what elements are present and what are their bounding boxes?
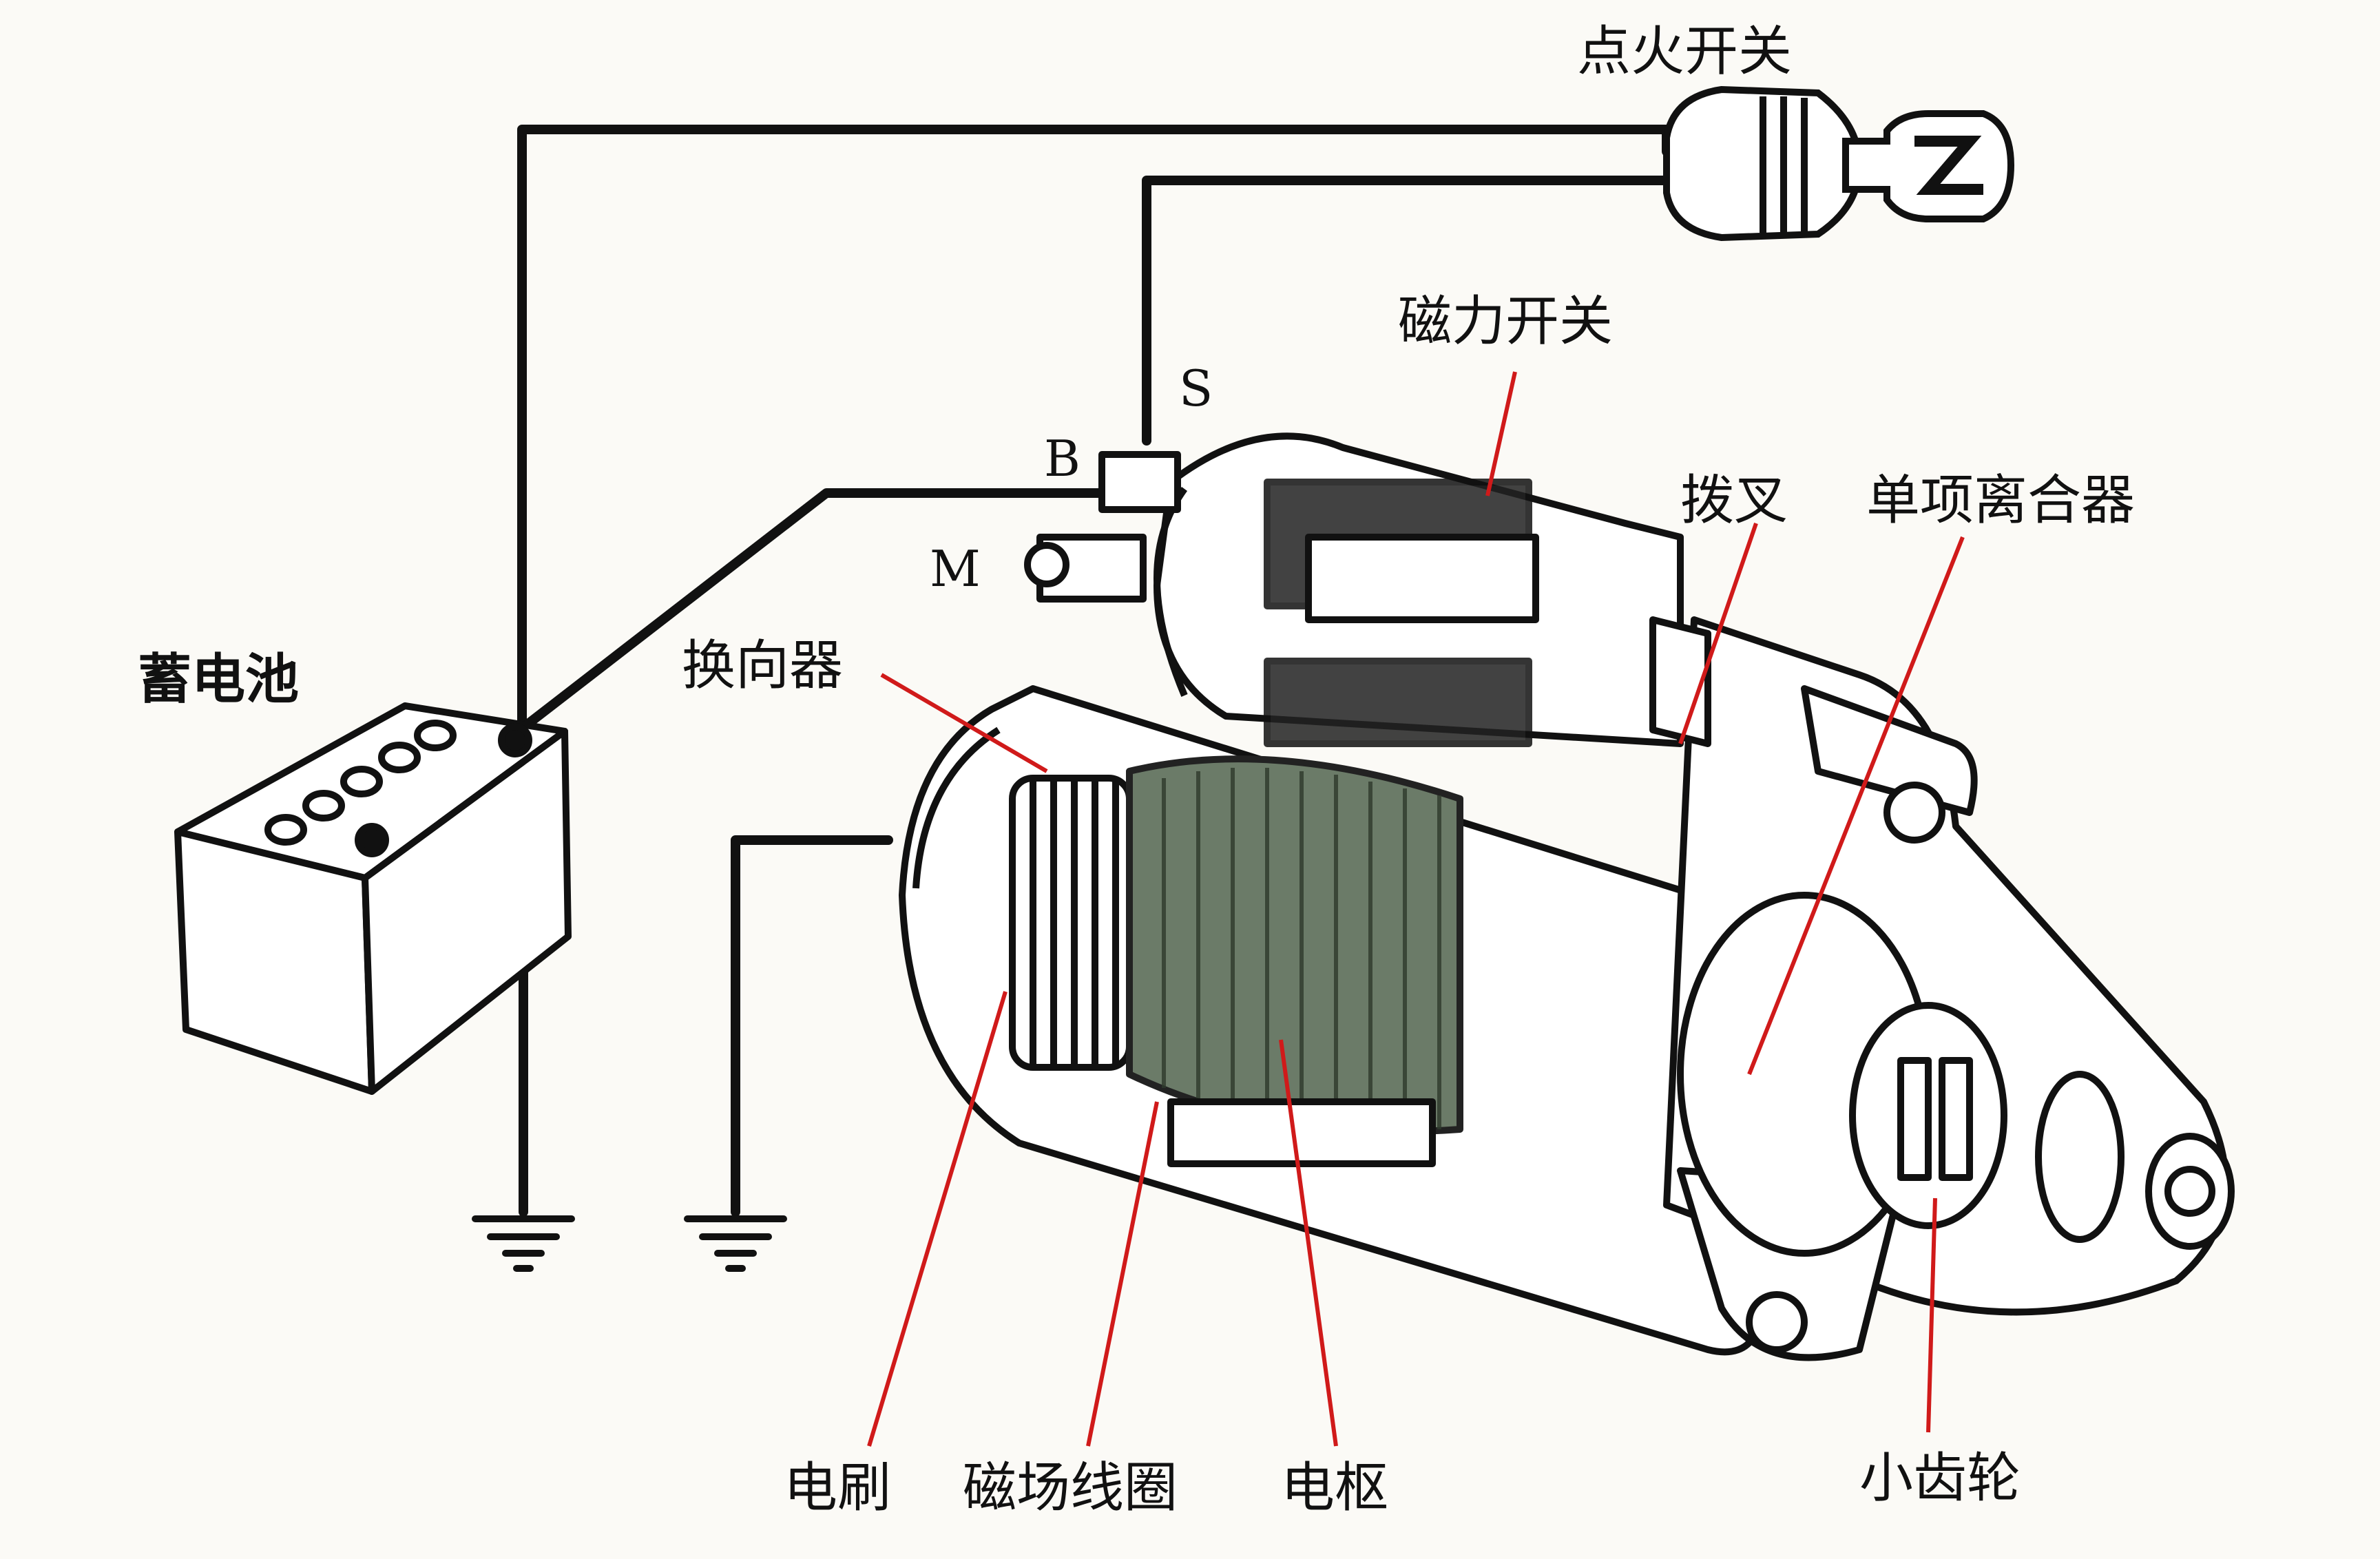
label-overrunning-clutch: 单项离合器: [1866, 470, 2136, 532]
leader-pinion: [1926, 1197, 1937, 1433]
commutator: [1009, 775, 1133, 1071]
leader-commutator: [880, 673, 1048, 773]
label-field-coil: 磁场线圈: [963, 1457, 1178, 1519]
leader-armature: [1279, 1039, 1338, 1447]
leader-solenoid: [1485, 371, 1517, 496]
leader-brush: [867, 991, 1008, 1447]
label-armature: 电枢: [1281, 1457, 1389, 1519]
leader-clutch: [1747, 536, 1965, 1076]
wire-motor-ground: [731, 835, 893, 1217]
label-battery: 蓄电池: [138, 649, 300, 711]
pinion-gear: [1849, 1002, 2235, 1250]
shift-fork: [1649, 616, 1711, 747]
label-terminal-b: B: [1044, 430, 1081, 488]
ignition-switch-key: [1663, 85, 2015, 242]
leader-field-coil: [1086, 1101, 1159, 1447]
armature-coil: [1126, 755, 1463, 1136]
label-solenoid: 磁力开关: [1398, 291, 1614, 353]
label-commutator: 换向器: [682, 635, 844, 697]
wire-battery-to-b: [517, 488, 1114, 733]
label-terminal-s: S: [1179, 359, 1213, 417]
label-shift-fork: 拨叉: [1680, 470, 1788, 532]
leader-shift-fork: [1678, 523, 1758, 744]
label-brush: 电刷: [784, 1457, 892, 1519]
starter-motor: [899, 432, 2235, 1361]
label-ignition-switch: 点火开关: [1577, 21, 1793, 83]
label-pinion: 小齿轮: [1859, 1447, 2021, 1509]
ground-symbol-motor: [684, 1215, 787, 1272]
battery-body: [174, 702, 572, 1095]
label-terminal-m: M: [930, 540, 981, 598]
wire-ignition-to-s: [1142, 176, 1671, 446]
leader-lines: [867, 371, 1965, 1447]
field-coil: [1167, 1098, 1436, 1167]
ground-symbol-battery: [472, 1215, 575, 1272]
